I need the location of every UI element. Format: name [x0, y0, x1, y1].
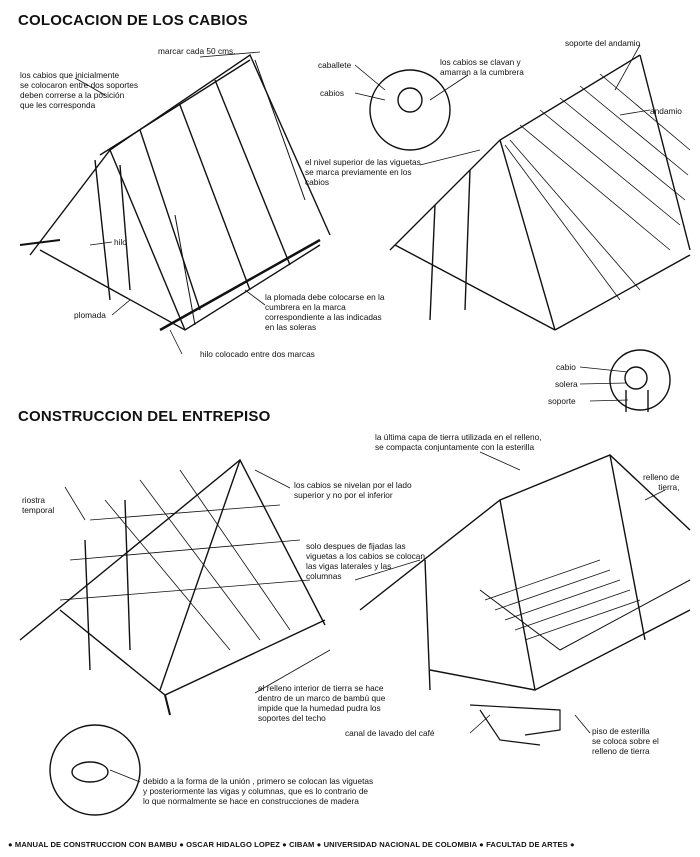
- section-title-cabios: COLOCACION DE LOS CABIOS: [18, 12, 248, 29]
- roof-scaffold-drawing: [369, 54, 691, 331]
- section-title-entrepiso: CONSTRUCCION DEL ENTREPISO: [18, 408, 271, 425]
- label-soporte-andamio: soporte del andamio: [565, 38, 641, 48]
- footer-credits: ● MANUAL DE CONSTRUCCION CON BAMBU ● OSC…: [8, 840, 575, 849]
- label-hilo: hilo: [114, 237, 127, 247]
- label-plomada-cumbrera: la plomada debe colocarse en la cumbrera…: [265, 292, 385, 332]
- floor-construction-drawing: [359, 454, 691, 746]
- label-soporte: soporte: [548, 396, 576, 406]
- label-despues-fijadas: solo despues de fijadas las viguetas a l…: [306, 541, 425, 581]
- label-solera: solera: [555, 379, 578, 389]
- label-caballete: caballete: [318, 60, 352, 70]
- label-relleno-tierra: relleno de tierra,: [643, 472, 680, 492]
- label-nivel-superior: el nivel superior de las viguetas se mar…: [305, 157, 421, 187]
- label-cabio: cabio: [556, 362, 576, 372]
- label-canal: canal de lavado del café: [345, 728, 435, 738]
- label-piso-esterilla: piso de esterilla se coloca sobre el rel…: [592, 726, 659, 756]
- cabio-joint-detail: [609, 349, 671, 412]
- label-relleno-interior: el relleno interior de tierra se hace de…: [258, 683, 386, 723]
- label-marcar: marcar cada 50 cms.: [158, 46, 236, 56]
- label-riostra: riostra temporal: [22, 495, 55, 515]
- label-nivelan: los cabios se nivelan por el lado superi…: [294, 480, 412, 500]
- rafter-frame-drawing: [19, 53, 331, 332]
- label-cabios-inicial: los cabios que inicialmente se colocaron…: [20, 70, 139, 110]
- label-ultima-capa: la última capa de tierra utilizada en el…: [375, 432, 542, 452]
- label-andamio: andamio: [650, 106, 682, 116]
- label-plomada: plomada: [74, 310, 106, 320]
- label-clavan: los cabios se clavan y amarran a la cumb…: [440, 57, 524, 77]
- label-union: debido a la forma de la unión , primero …: [143, 776, 374, 806]
- label-cabios: cabios: [320, 88, 344, 98]
- roof-bracing-drawing: [19, 458, 326, 816]
- label-hilo-marcas: hilo colocado entre dos marcas: [200, 349, 315, 359]
